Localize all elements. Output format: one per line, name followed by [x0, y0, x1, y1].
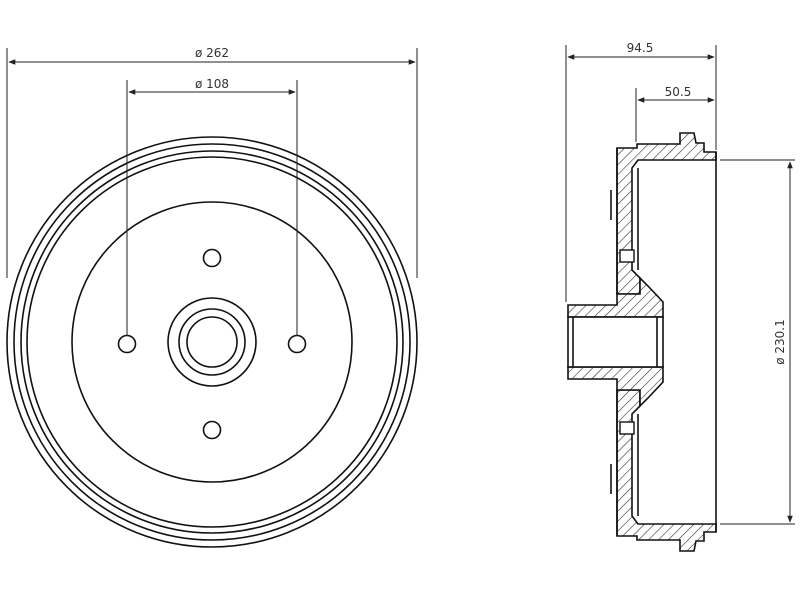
bolt-circle-label: ø 108 [195, 77, 229, 91]
hub-bore [186, 316, 238, 368]
overall-height-label: 94.5 [627, 41, 654, 55]
section-bolt-hole-bottom [619, 421, 635, 435]
hub-flange-bottom [567, 366, 664, 408]
front-view: ø 262 ø 108 [6, 46, 418, 548]
bolt-hole-bottom [202, 420, 222, 440]
section-bolt-hole-top [619, 249, 635, 263]
hub-face-circle [71, 201, 353, 483]
outer-diameter-dimension: ø 262 [6, 46, 418, 278]
section-bottom-wall [616, 389, 717, 552]
bolt-hole-top [202, 248, 222, 268]
bolt-circle-dimension: ø 108 [126, 77, 298, 335]
hub-flange-top [567, 276, 664, 318]
hub-boss-outer [167, 297, 257, 387]
hub-bore-section [567, 316, 664, 368]
outer-diameter-label: ø 262 [195, 46, 229, 60]
section-top-wall [616, 132, 717, 295]
drum-rim-inner-3 [26, 156, 398, 528]
overall-height-dimension: 94.5 [565, 41, 717, 302]
drum-outer-rim [6, 136, 418, 548]
hub-height-dimension: 50.5 [635, 85, 715, 142]
bolt-hole-right [287, 334, 307, 354]
hub-height-label: 50.5 [665, 85, 692, 99]
bolt-hole-left [117, 334, 137, 354]
section-view: 94.5 50.5 ø 230.1 [565, 41, 795, 552]
inner-diameter-dimension: ø 230.1 [720, 159, 795, 525]
inner-diameter-label: ø 230.1 [773, 319, 787, 365]
drum-rim-inner-2 [20, 150, 404, 534]
hub-boss-ring [178, 308, 246, 376]
drum-rim-inner-1 [13, 143, 411, 541]
